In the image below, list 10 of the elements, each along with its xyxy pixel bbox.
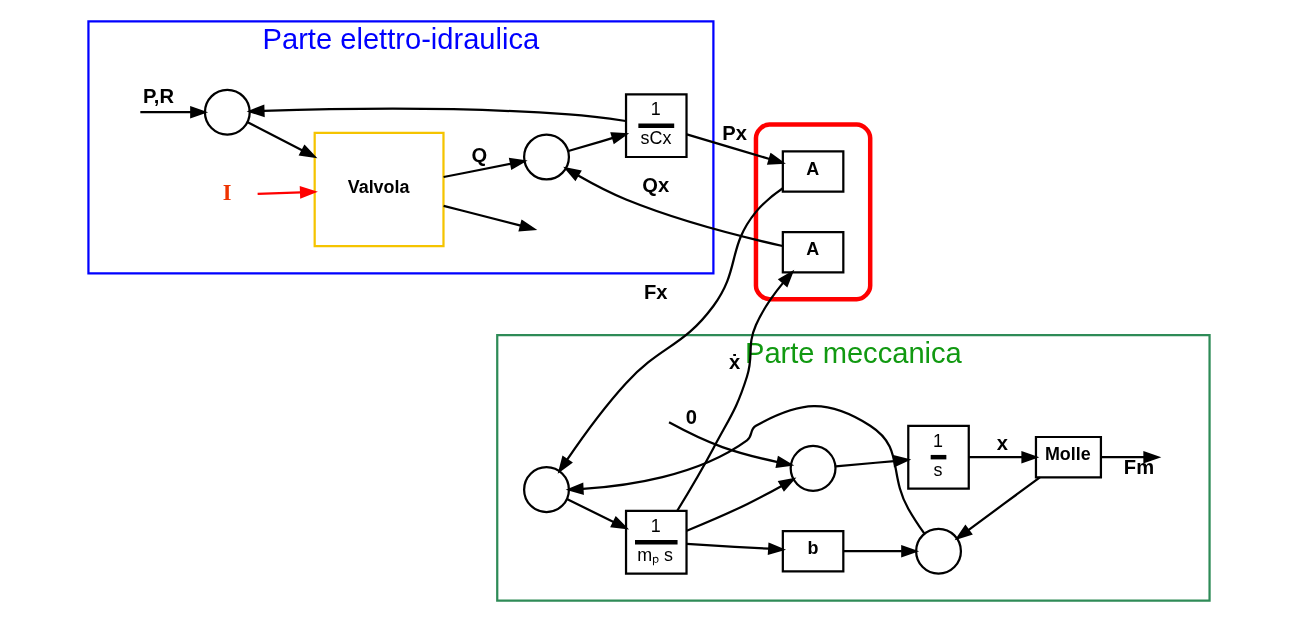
edge-label: P,R [142, 85, 174, 108]
edge-label: 0 [685, 405, 697, 428]
edge-label: Px [722, 121, 748, 144]
edge-label: ẋ [729, 351, 741, 374]
node-text: I [222, 179, 232, 205]
edge-label: Q [471, 143, 488, 166]
edge-label: Fm [1123, 455, 1155, 478]
edge-label: Fx [643, 280, 668, 303]
edge-label: Qx [642, 174, 670, 197]
edge-label: x [996, 431, 1008, 454]
